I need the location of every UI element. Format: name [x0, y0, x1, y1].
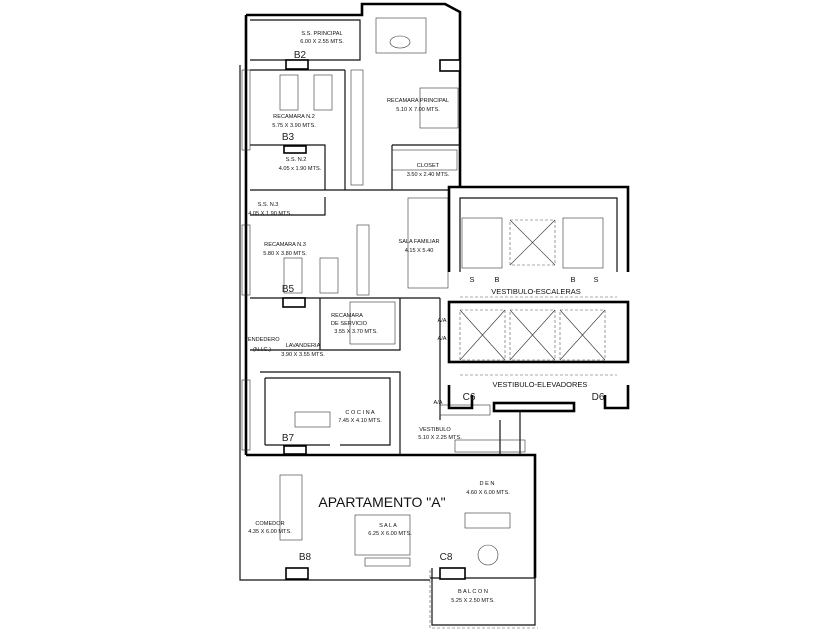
label-ss-principal: S.S. PRINCIPAL	[301, 31, 342, 37]
tag-ac2: A/A	[437, 336, 446, 342]
tag-stair-b2: B	[570, 275, 575, 284]
label-tendedero: TENDEDERO	[244, 337, 280, 343]
note-tendedero: (N.I.C.)	[253, 347, 271, 353]
size-recamara-servicio: 3.55 X 3.70 MTS.	[334, 329, 378, 335]
tag-b5: B5	[282, 284, 295, 295]
windows	[282, 59, 466, 580]
size-recamara-principal: 5.10 X 7.00 MTS.	[396, 107, 440, 113]
size-closet: 3.50 x 2.40 MTS.	[407, 172, 450, 178]
label-closet: CLOSET	[417, 163, 440, 169]
label-cocina: C O C I N A	[345, 410, 374, 416]
apartment-title: APARTAMENTO "A"	[318, 494, 445, 510]
tag-stair-s2: S	[593, 275, 598, 284]
size-lavanderia: 3.90 X 3.55 MTS.	[281, 352, 325, 358]
tag-ac1: A/A	[437, 318, 446, 324]
label-recamara-principal: RECAMARA PRINCIPAL	[387, 98, 449, 104]
size-sala: 6.25 X 6.00 MTS.	[368, 531, 412, 537]
size-ss-3: 4.05 X 1.90 MTS.	[248, 211, 292, 217]
label-balcon: B A L C O N	[458, 589, 488, 595]
size-balcon: 5.25 X 2.50 MTS.	[451, 598, 495, 604]
label-recamara-servicio-2: DE SERVICIO	[331, 321, 368, 327]
size-vestibulo: 5.10 X 2.25 MTS.	[418, 435, 462, 441]
tag-b3: B3	[282, 132, 295, 143]
size-ss-2: 4.05 x 1.90 MTS.	[279, 166, 322, 172]
tag-ac3: A/A	[433, 400, 442, 406]
label-lavanderia: LAVANDERIA	[286, 343, 321, 349]
tag-b8: B8	[299, 552, 312, 563]
tag-b2: B2	[294, 50, 307, 61]
size-cocina: 7.45 X 4.10 MTS.	[338, 418, 382, 424]
size-comedor: 4.35 X 6.00 MTS.	[248, 529, 292, 535]
label-sala: S A L A	[379, 523, 397, 529]
size-ss-principal: 6.00 X 2.55 MTS.	[300, 39, 344, 45]
building-core	[447, 185, 630, 413]
label-den: D E N	[480, 481, 495, 487]
closets	[241, 69, 458, 451]
room-labels: S.S. PRINCIPAL 6.00 X 2.55 MTS. RECAMARA…	[244, 31, 587, 604]
tag-stair-s1: S	[469, 275, 474, 284]
tag-c6: C6	[463, 392, 476, 403]
label-vestibulo-elevadores: VESTIBULO-ELEVADORES	[493, 380, 588, 389]
reference-tags: B2 B3 B5 B7 B8 C8 C6 D6 S B B S A/A A/A …	[282, 50, 605, 563]
size-recamara-3: 5.80 X 3.80 MTS.	[263, 251, 307, 257]
size-recamara-2: 5.75 X 3.90 MTS.	[272, 123, 316, 129]
label-vestibulo: VESTIBULO	[419, 427, 451, 433]
label-comedor: COMEDOR	[255, 521, 284, 527]
tag-b7: B7	[282, 433, 295, 444]
tag-d6: D6	[592, 392, 605, 403]
label-recamara-3: RECAMARA N.3	[264, 242, 306, 248]
tag-c8: C8	[440, 552, 453, 563]
label-recamara-servicio-1: RECAMARA	[331, 313, 363, 319]
size-den: 4.60 X 6.00 MTS.	[466, 490, 510, 496]
tag-stair-b1: B	[494, 275, 499, 284]
label-sala-familiar: SALA FAMILIAR	[398, 239, 439, 245]
label-ss-3: S.S. N.3	[258, 202, 279, 208]
label-ss-2: S.S. N.2	[286, 157, 307, 163]
label-recamara-2: RECAMARA N.2	[273, 114, 315, 120]
label-vestibulo-escaleras: VESTIBULO-ESCALERAS	[491, 287, 581, 296]
size-sala-familiar: 4.15 X 5.40	[405, 248, 434, 254]
